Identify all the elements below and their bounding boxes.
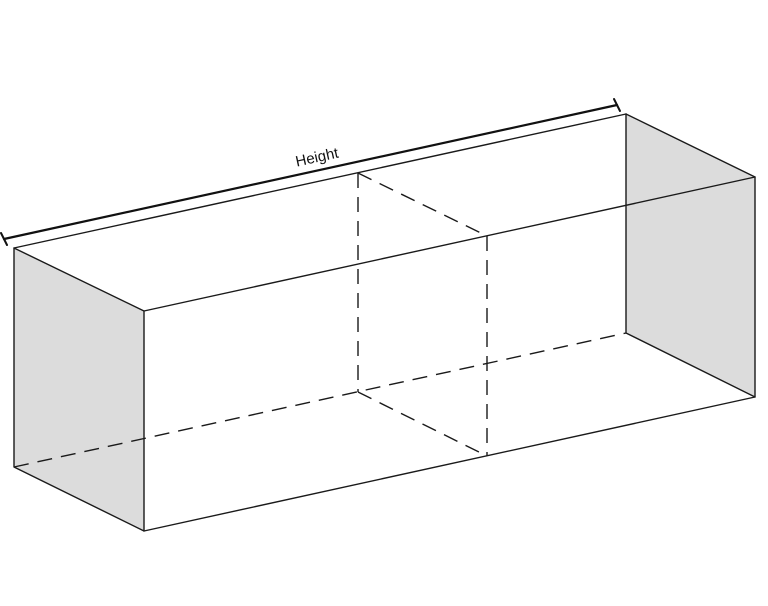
top-front-edge	[143, 176, 756, 312]
dimension-line	[2, 103, 619, 241]
hidden-edges	[13, 172, 627, 468]
left-end-face	[13, 247, 145, 532]
dimension-tick-left	[0, 232, 8, 246]
bottom-front-edge	[143, 396, 756, 532]
right-end-face	[625, 113, 756, 398]
hidden-bottom-back-edge	[13, 332, 627, 468]
hidden-mid-bottom-diagonal-edge	[357, 391, 488, 457]
dimension-tick-right	[613, 98, 621, 112]
height-dimension: Height	[0, 98, 621, 246]
visible-edges	[13, 113, 756, 532]
top-back-edge	[13, 113, 627, 249]
hidden-mid-top-diagonal-edge	[357, 172, 488, 237]
